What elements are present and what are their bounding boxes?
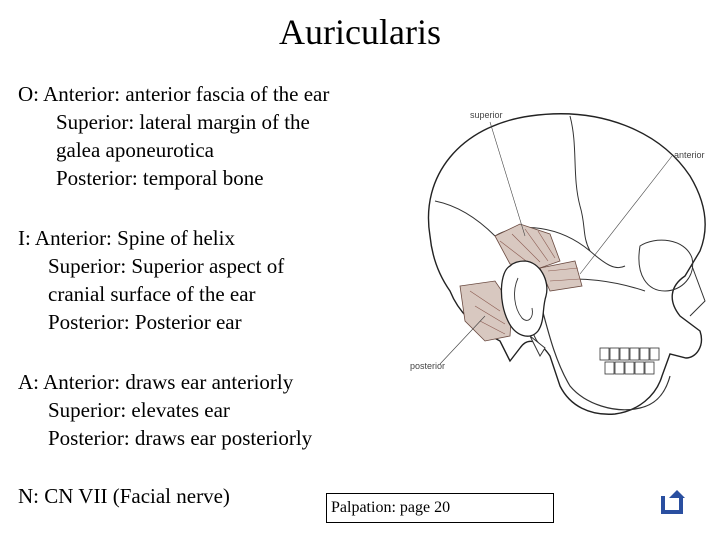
- auricularis-posterior-muscle: [459, 280, 513, 342]
- origin-section: O: Anterior: anterior fascia of the ear …: [18, 80, 329, 192]
- posterior-label: posterior: [410, 361, 445, 371]
- orbit: [638, 239, 694, 292]
- cranium-outline: [427, 113, 706, 415]
- return-arrow-icon[interactable]: [655, 486, 689, 520]
- teeth: [599, 347, 660, 375]
- origin-line: O: Anterior: anterior fascia of the ear: [18, 82, 330, 106]
- palpation-box: Palpation: page 20: [326, 493, 554, 523]
- action-line: Superior: elevates ear: [48, 398, 230, 422]
- nasal-area: [689, 265, 706, 317]
- superior-label: superior: [470, 110, 503, 120]
- origin-line: Superior: lateral margin of the: [56, 110, 310, 134]
- mastoid-process: [529, 335, 546, 358]
- insertion-line: Superior: Superior aspect of: [48, 254, 285, 278]
- origin-line: Posterior: temporal bone: [56, 166, 264, 190]
- ear: [500, 260, 548, 337]
- nerve-line: N: CN VII (Facial nerve): [18, 484, 230, 508]
- anterior-leader: [579, 155, 673, 275]
- superior-leader: [489, 121, 526, 237]
- action-line: Posterior: draws ear posteriorly: [48, 426, 313, 450]
- coronal-suture: [569, 115, 591, 252]
- nerve-section: N: CN VII (Facial nerve): [18, 482, 230, 510]
- insertion-line: I: Anterior: Spine of helix: [18, 226, 235, 250]
- mandible: [539, 300, 671, 411]
- slide-title: Auricularis: [279, 12, 441, 52]
- anterior-label: anterior: [674, 150, 705, 160]
- action-section: A: Anterior: draws ear anteriorly Superi…: [18, 368, 312, 452]
- lambdoid-suture: [434, 200, 496, 237]
- auricularis-superior-muscle: [494, 223, 561, 269]
- insertion-line: Posterior: Posterior ear: [48, 310, 242, 334]
- muscle-fibers: [469, 228, 581, 335]
- origin-line: galea aponeurotica: [56, 138, 214, 162]
- insertion-line: cranial surface of the ear: [48, 282, 256, 306]
- action-line: A: Anterior: draws ear anteriorly: [18, 370, 294, 394]
- insertion-section: I: Anterior: Spine of helix Superior: Su…: [18, 224, 284, 336]
- posterior-leader: [439, 315, 486, 365]
- ear-inner: [514, 277, 533, 321]
- skull-ear-illustration: superior anterior posterior: [410, 110, 706, 415]
